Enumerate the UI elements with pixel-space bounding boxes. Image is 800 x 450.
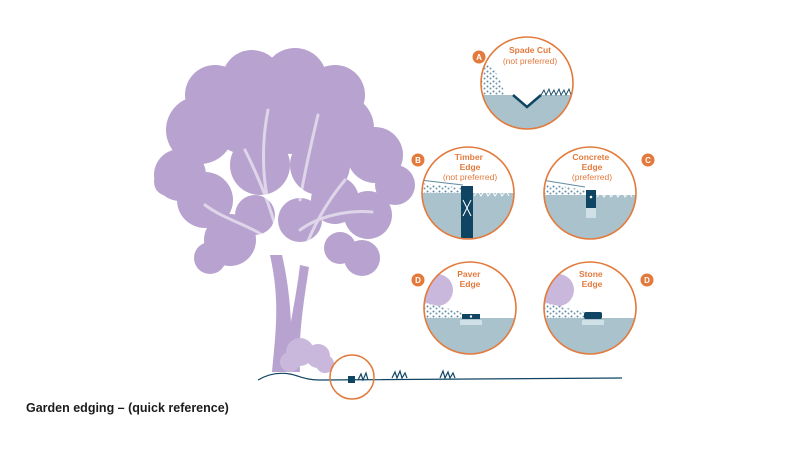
ground-edge-callout (329, 354, 375, 400)
panel-timber-edge: B Timber Edge (not preferred) (411, 146, 515, 240)
badge-d-paver: D (411, 273, 425, 287)
concrete-edge-subtitle: (preferred) (572, 172, 612, 182)
stone-edge-title: Stone Edge (579, 269, 605, 289)
panel-concrete-edge: C Concrete Edge (preferred) (543, 146, 655, 240)
badge-c: C (641, 153, 655, 167)
spade-cut-title: Spade Cut (509, 45, 551, 55)
spade-cut-subtitle: (not preferred) (503, 56, 557, 66)
concrete-edge-title: Concrete Edge (572, 152, 611, 172)
badge-b: B (411, 153, 425, 167)
svg-text:C: C (645, 156, 651, 165)
ground-line (257, 369, 623, 382)
panel-spade-cut: A Spade Cut (not preferred) (472, 36, 574, 130)
badge-a: A (472, 50, 486, 64)
paver-edge-title: Paver Edge (457, 269, 483, 289)
svg-text:D: D (415, 276, 421, 285)
panel-stone-edge: D Stone Edge (543, 261, 654, 355)
svg-text:A: A (476, 53, 482, 62)
tree-illustration (154, 48, 415, 373)
tree-branches (203, 108, 374, 302)
timber-edge-title: Timber Edge (455, 152, 486, 172)
badge-d-stone: D (640, 273, 654, 287)
tree-trunk (270, 255, 292, 372)
svg-text:D: D (644, 276, 650, 285)
svg-text:B: B (415, 156, 421, 165)
panel-paver-edge: D Paver Edge (411, 261, 517, 355)
timber-edge-subtitle: (not preferred) (443, 172, 497, 182)
shrub-under-tree (280, 338, 334, 373)
diagram-caption: Garden edging – (quick reference) (26, 401, 229, 415)
tree-canopy (154, 48, 415, 276)
